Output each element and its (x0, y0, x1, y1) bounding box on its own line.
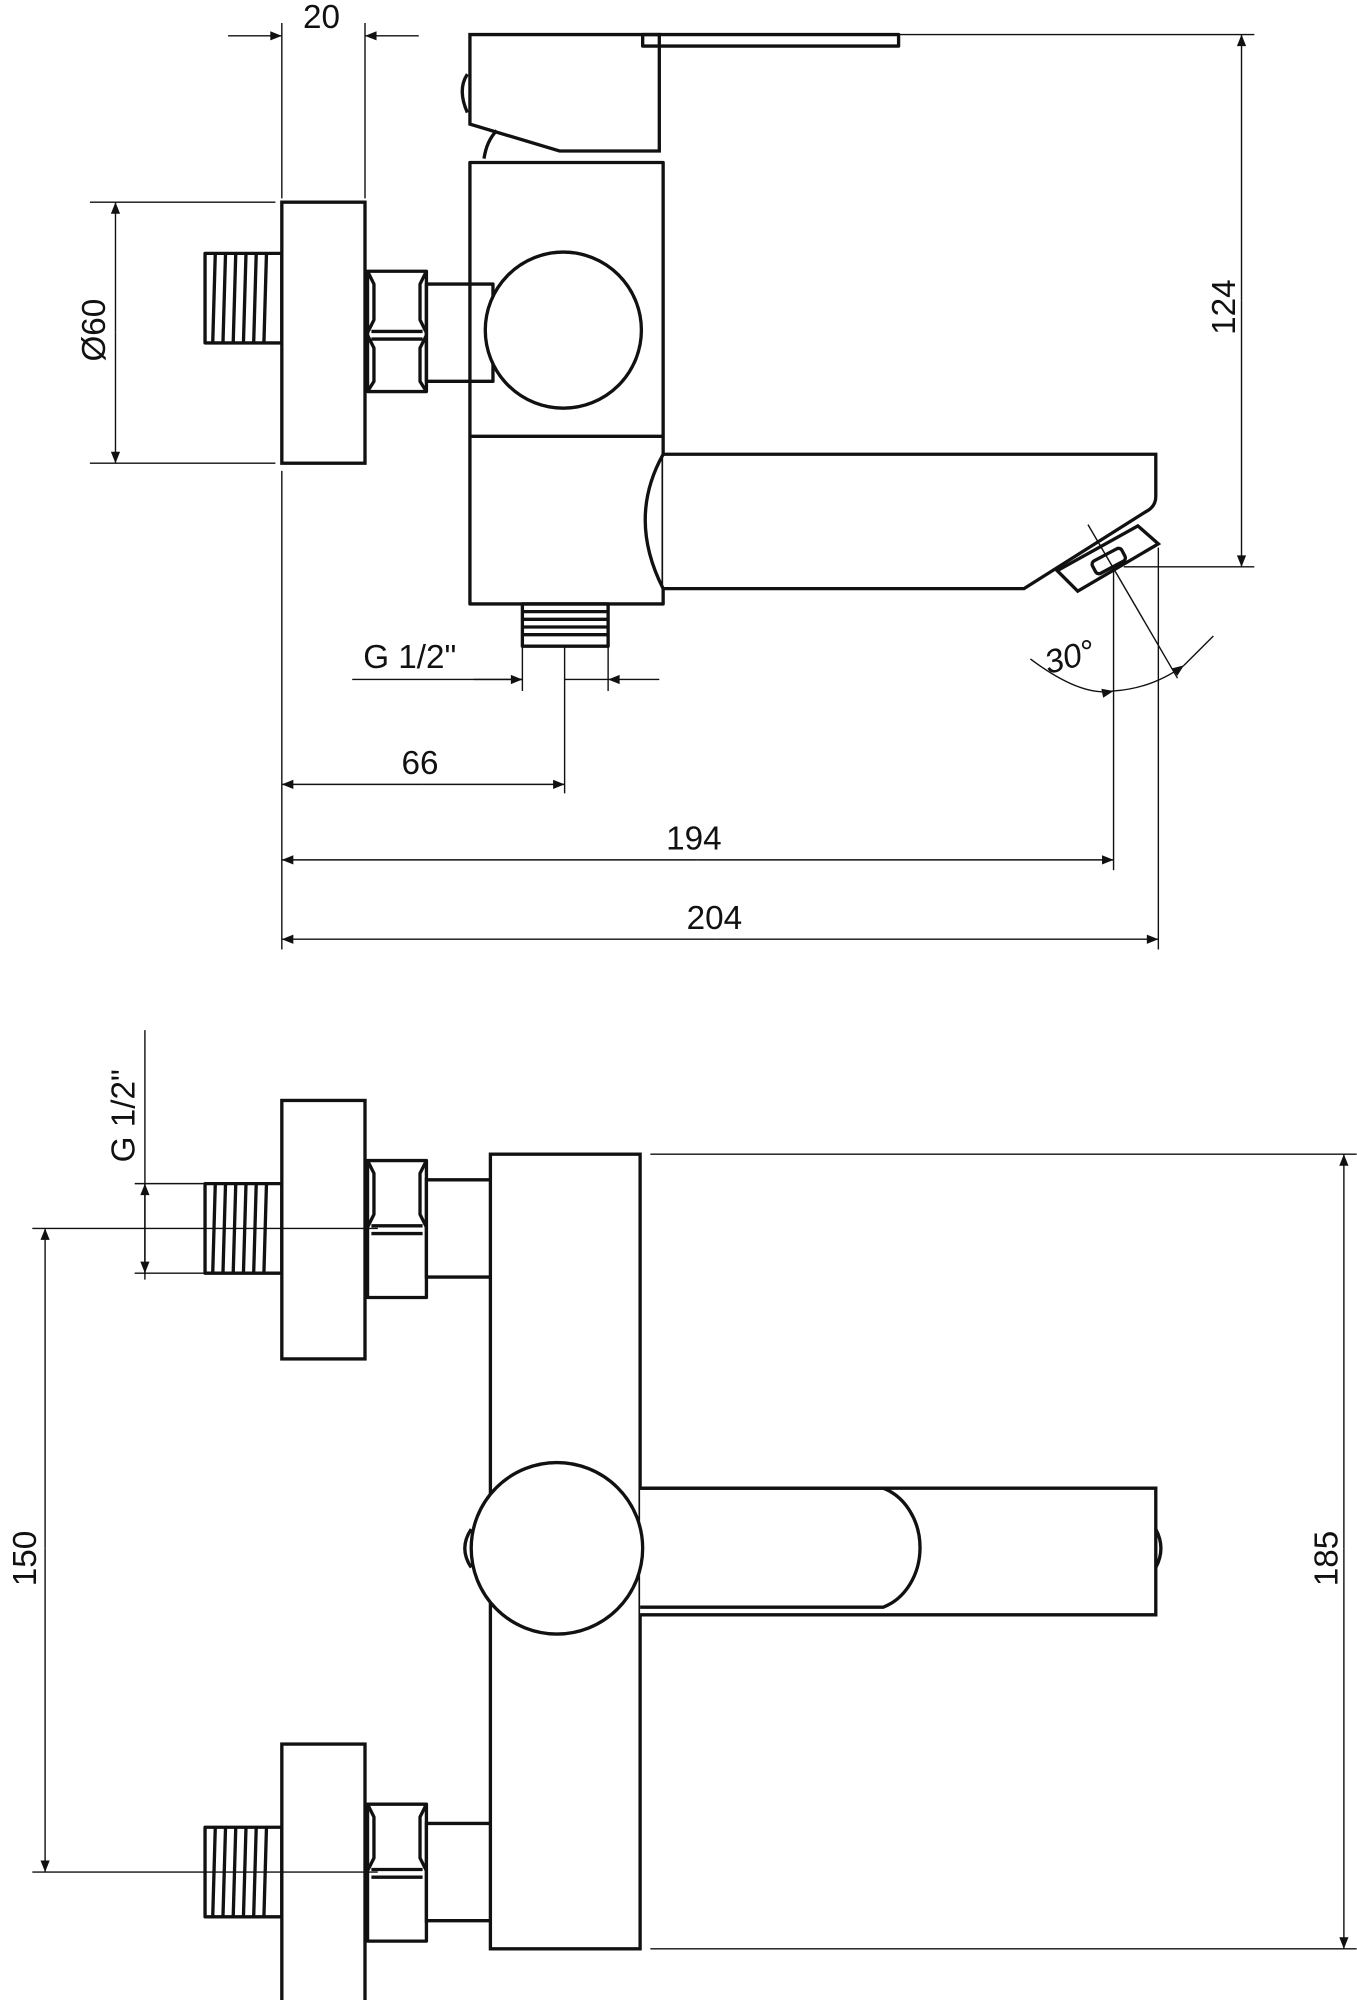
dim-label-30-degrees: 30° (1041, 633, 1099, 682)
lever-handle-side (460, 32, 901, 159)
front-view: G 1/2" 150 185 (7, 1030, 1357, 2000)
upper-inlet (203, 1098, 507, 1361)
dim-label-66: 66 (402, 745, 439, 782)
dim-label-204: 204 (687, 900, 742, 937)
dim-label-185: 185 (1308, 1531, 1345, 1586)
dimension-20: 20 (228, 0, 419, 199)
dim-label-outlet-thread: G 1/2" (363, 639, 456, 676)
spout-side (643, 452, 1158, 591)
inlet-thread-side (203, 251, 284, 345)
dimension-150: 150 (7, 1227, 378, 1873)
dim-label-194: 194 (666, 821, 721, 858)
dim-label-20: 20 (303, 0, 340, 36)
dimension-66-194-204: 66 194 204 (281, 470, 1160, 950)
dimension-diameter-60: Ø60 (76, 201, 276, 464)
dim-label-diameter-60: Ø60 (76, 299, 113, 362)
dim-label-150: 150 (7, 1531, 44, 1586)
hex-nut-side (365, 269, 429, 394)
diverter-knob (483, 250, 644, 410)
dimension-inlet-thread-front: G 1/2" (106, 1030, 206, 1280)
lever-handle-front (463, 1460, 1163, 1636)
connecting-pipe-side (424, 282, 495, 383)
side-view: 20 Ø60 124 G 1/2" (76, 0, 1255, 950)
wall-flange-side (280, 200, 367, 465)
dimension-185: 185 (650, 1153, 1357, 1950)
dim-label-inlet-thread: G 1/2" (106, 1069, 143, 1162)
outlet-thread-side (520, 602, 610, 648)
dimension-outlet-thread: G 1/2" (352, 639, 660, 691)
dimension-124: 124 (898, 33, 1255, 568)
dim-label-124: 124 (1206, 279, 1243, 334)
